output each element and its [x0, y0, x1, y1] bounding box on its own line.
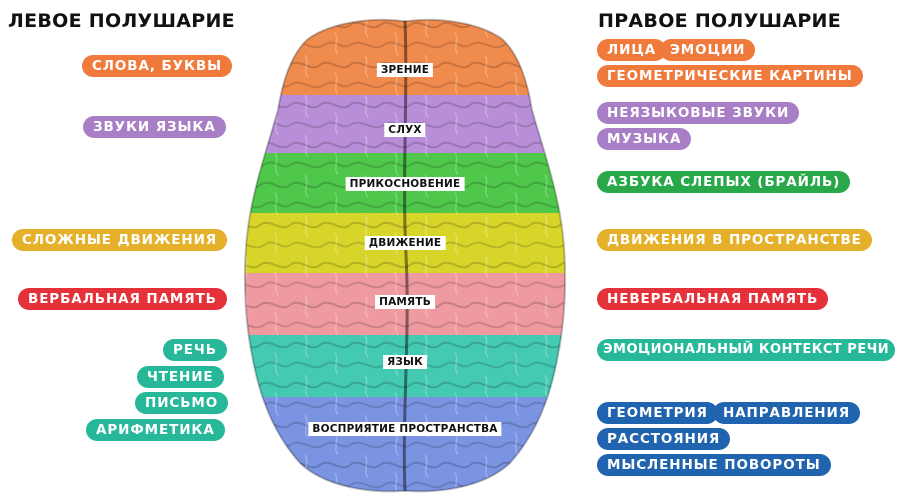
brain-diagram: ЗРЕНИЕ СЛУХ ПРИКОСНОВЕНИЕ ДВИЖЕНИЕ ПАМЯТ…: [230, 15, 580, 497]
longitudinal-fissure: [402, 20, 409, 492]
right-pill-geometric-pictures: ГЕОМЕТРИЧЕСКИЕ КАРТИНЫ: [597, 65, 863, 87]
right-pill-distances: РАССТОЯНИЯ: [597, 428, 731, 450]
right-pill-spatial-movements: ДВИЖЕНИЯ В ПРОСТРАНСТВЕ: [597, 229, 872, 251]
left-pill-words-letters: СЛОВА, БУКВЫ: [82, 55, 232, 77]
zone-label-spatial: ВОСПРИЯТИЕ ПРОСТРАНСТВА: [308, 422, 502, 436]
left-pill-verbal-memory: ВЕРБАЛЬНАЯ ПАМЯТЬ: [18, 288, 227, 310]
left-pill-speech-sounds: ЗВУКИ ЯЗЫКА: [83, 116, 226, 138]
right-pill-faces: ЛИЦА: [597, 39, 667, 61]
left-pill-complex-movements: СЛОЖНЫЕ ДВИЖЕНИЯ: [12, 229, 228, 251]
zone-label-memory: ПАМЯТЬ: [375, 295, 435, 309]
left-hemisphere-heading: ЛЕВОЕ ПОЛУШАРИЕ: [8, 10, 235, 32]
right-pill-geometry: ГЕОМЕТРИЯ: [597, 402, 718, 424]
right-pill-nonverbal-memory: НЕВЕРБАЛЬНАЯ ПАМЯТЬ: [597, 288, 829, 310]
zone-label-touch: ПРИКОСНОВЕНИЕ: [345, 177, 465, 191]
left-pill-arithmetic: АРИФМЕТИКА: [86, 419, 225, 441]
left-pill-reading: ЧТЕНИЕ: [137, 366, 224, 388]
right-pill-emotional-context: ЭМОЦИОНАЛЬНЫЙ КОНТЕКСТ РЕЧИ: [597, 339, 896, 361]
left-pill-speech: РЕЧЬ: [163, 339, 227, 361]
right-pill-nonverbal-sounds: НЕЯЗЫКОВЫЕ ЗВУКИ: [597, 102, 800, 124]
zone-label-hearing: СЛУХ: [384, 123, 426, 137]
right-pill-mental-rotations: МЫСЛЕННЫЕ ПОВОРОТЫ: [597, 454, 831, 476]
left-pill-writing: ПИСЬМО: [135, 392, 229, 414]
right-pill-braille: АЗБУКА СЛЕПЫХ (БРАЙЛЬ): [597, 171, 851, 193]
right-pill-music: МУЗЫКА: [597, 128, 692, 150]
right-hemisphere-heading: ПРАВОЕ ПОЛУШАРИЕ: [598, 10, 842, 32]
zone-label-language: ЯЗЫК: [383, 355, 427, 369]
right-pill-directions: НАПРАВЛЕНИЯ: [713, 402, 861, 424]
right-pill-emotions: ЭМОЦИИ: [660, 39, 756, 61]
zone-label-movement: ДВИЖЕНИЕ: [364, 236, 446, 250]
zone-label-vision: ЗРЕНИЕ: [376, 63, 434, 77]
